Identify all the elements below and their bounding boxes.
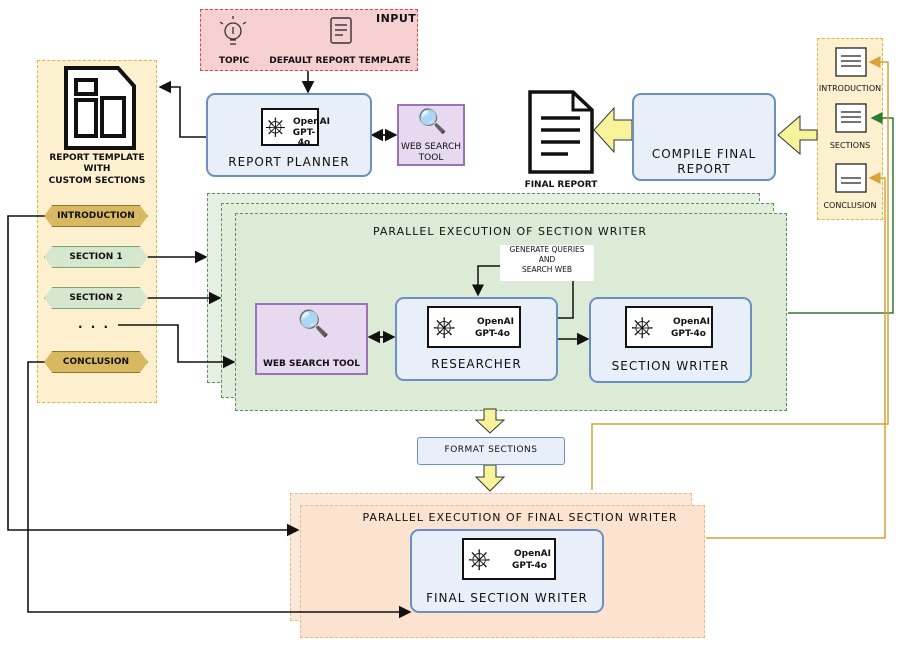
- section-writer-label: SECTION WRITER: [611, 359, 730, 373]
- compile-final-report-node[interactable]: COMPILE FINAL REPORT: [632, 93, 776, 181]
- arrow-dots: [118, 324, 236, 369]
- gpt-line1: OpenAI: [673, 317, 710, 327]
- topic-label: TOPIC: [218, 56, 250, 66]
- yellow-arrow-right-panel: [777, 114, 818, 156]
- gpt-line2: GPT-4o: [671, 329, 706, 339]
- gpt4o-badge: ⎈ OpenAI GPT-4o: [427, 306, 521, 348]
- arrow-final-conclusion: [706, 172, 886, 539]
- default-template-label: DEFAULT REPORT TEMPLATE: [269, 56, 411, 66]
- arrow-intro-final: [7, 215, 300, 537]
- generate-line-2: AND: [538, 255, 556, 264]
- search-globe-icon: 🔍: [297, 309, 330, 339]
- tag-introduction[interactable]: INTRODUCTION: [44, 205, 148, 227]
- right-introduction-label: INTRODUCTION: [818, 84, 882, 93]
- final-section-writer-label: FINAL SECTION WRITER: [426, 591, 588, 605]
- final-report-icon: [528, 90, 594, 174]
- template-caption-1: REPORT TEMPLATE: [49, 153, 145, 163]
- compile-label-2: REPORT: [677, 162, 731, 176]
- compile-label-1: COMPILE FINAL: [651, 147, 757, 161]
- tag-conclusion[interactable]: CONCLUSION: [44, 351, 148, 373]
- web-search-small-label-1: WEB SEARCH: [400, 142, 462, 152]
- web-search-tool-label: WEB SEARCH TOOL: [262, 359, 361, 369]
- sections-doc-icon: [835, 103, 867, 133]
- yellow-arrow-down-1: [474, 408, 506, 434]
- final-section-writer-node[interactable]: ⎈ OpenAI GPT-4o FINAL SECTION WRITER: [410, 529, 604, 613]
- web-search-small-label-2: TOOL: [418, 153, 444, 163]
- openai-logo-icon: ⎈: [433, 310, 456, 343]
- document-icon: [330, 17, 352, 44]
- gpt4o-badge: ⎈ OpenAI GPT-4o: [261, 108, 330, 148]
- final-report-label: FINAL REPORT: [524, 180, 598, 190]
- parallel-final-title: PARALLEL EXECUTION OF FINAL SECTION WRIT…: [362, 511, 678, 524]
- gpt-line2: GPT-4o: [475, 329, 510, 339]
- researcher-label: RESEARCHER: [431, 357, 522, 371]
- gpt-line1: OpenAI: [293, 117, 330, 127]
- section-writer-node[interactable]: ⎈ OpenAI GPT-4o SECTION WRITER: [589, 297, 752, 383]
- web-search-tool-small[interactable]: 🔍 WEB SEARCH TOOL: [397, 104, 465, 166]
- format-sections-node[interactable]: FORMAT SECTIONS: [417, 437, 565, 465]
- generate-line-1: GENERATE QUERIES: [509, 245, 585, 254]
- right-sections-label: SECTIONS: [829, 141, 871, 150]
- right-conclusion-label: CONCLUSION: [823, 201, 877, 210]
- template-doc-icon: [64, 66, 136, 150]
- researcher-node[interactable]: ⎈ OpenAI GPT-4o RESEARCHER: [395, 297, 558, 381]
- web-search-tool-node[interactable]: 🔍 WEB SEARCH TOOL: [255, 303, 368, 375]
- openai-logo-icon: ⎈: [631, 310, 654, 343]
- arrow-planner-template: [158, 80, 206, 138]
- format-sections-label: FORMAT SECTIONS: [444, 445, 538, 455]
- conclusion-doc-icon: [835, 163, 867, 193]
- tag-section-1[interactable]: SECTION 1: [44, 246, 148, 268]
- yellow-arrow-compile: [593, 106, 633, 154]
- template-caption-2: WITH: [83, 164, 111, 174]
- generate-line-3: SEARCH WEB: [521, 265, 573, 274]
- report-planner-label: REPORT PLANNER: [228, 155, 350, 169]
- openai-logo-icon: ⎈: [265, 112, 286, 142]
- input-group: [200, 9, 418, 71]
- parallel-writer-title: PARALLEL EXECUTION OF SECTION WRITER: [372, 225, 648, 238]
- tag-section-2[interactable]: SECTION 2: [44, 287, 148, 309]
- gpt-line1: OpenAI: [514, 549, 551, 559]
- tag-ellipsis: . . .: [78, 317, 111, 331]
- gpt-line2: GPT-4o: [512, 561, 547, 571]
- search-globe-icon: 🔍: [417, 107, 447, 135]
- gpt4o-badge: ⎈ OpenAI GPT-4o: [625, 306, 713, 348]
- arrow-format-intro: [591, 56, 889, 490]
- openai-logo-icon: ⎈: [468, 542, 491, 575]
- arrow-conclusion-final: [27, 361, 412, 619]
- generate-queries-box: GENERATE QUERIES AND SEARCH WEB: [500, 245, 594, 281]
- yellow-arrow-down-2: [474, 464, 506, 492]
- report-planner-node[interactable]: ⎈ OpenAI GPT-4o REPORT PLANNER: [206, 93, 372, 177]
- template-caption-3: CUSTOM SECTIONS: [48, 176, 146, 186]
- input-label: INPUT: [376, 12, 417, 25]
- introduction-doc-icon: [835, 47, 867, 77]
- gpt-line1: OpenAI: [477, 317, 514, 327]
- bulb-icon: [219, 16, 247, 45]
- arrow-writer-sections: [788, 112, 894, 314]
- gpt4o-badge: ⎈ OpenAI GPT-4o: [462, 538, 556, 580]
- gpt-line2: GPT-4o: [292, 128, 316, 148]
